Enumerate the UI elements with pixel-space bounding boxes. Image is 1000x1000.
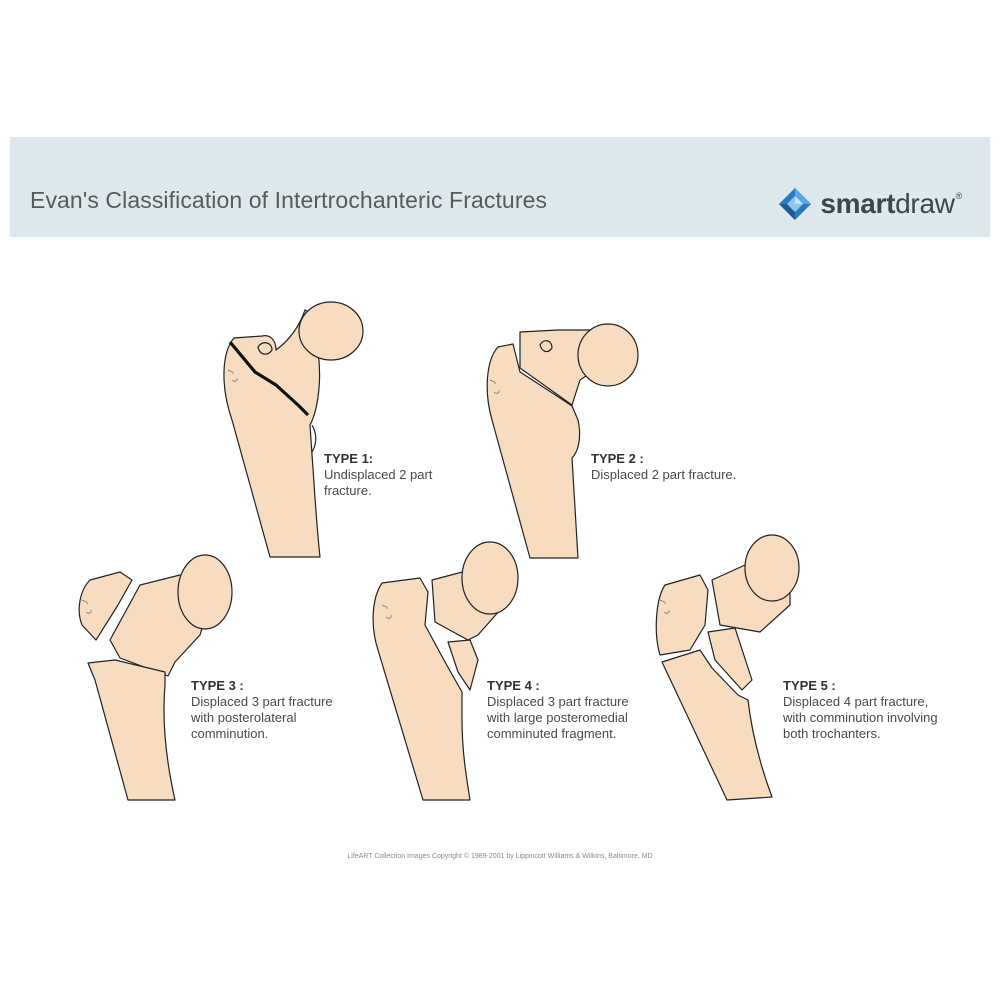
- type-4-desc-line-1: Displaced 3 part fracture: [487, 694, 629, 709]
- type-5-desc-line-1: Displaced 4 part fracture,: [783, 694, 929, 709]
- logo-text-bold: smart: [820, 188, 896, 219]
- type-5-desc-line-2: with comminution involving: [783, 710, 938, 725]
- femur-type-1: [223, 301, 364, 558]
- type-1-heading: TYPE 1:: [324, 451, 374, 466]
- type-5-label: TYPE 5 : Displaced 4 part fracture, with…: [783, 678, 938, 742]
- logo-wordmark: smartdraw®: [820, 188, 962, 220]
- trademark-mark: ®: [955, 191, 963, 201]
- type-3-desc-line-3: comminution.: [191, 726, 269, 741]
- type-4-desc-line-3: comminuted fragment.: [487, 726, 617, 741]
- type-3-heading: TYPE 3 :: [191, 678, 244, 693]
- type-2-desc-line-1: Displaced 2 part fracture.: [591, 467, 737, 482]
- type-1-desc-line-1: Undisplaced 2 part: [324, 467, 433, 482]
- type-3-desc-line-1: Displaced 3 part fracture: [191, 694, 333, 709]
- type-4-desc-line-2: with large posteromedial: [487, 710, 628, 725]
- type-1-desc-line-2: fracture.: [324, 483, 372, 498]
- type-4-heading: TYPE 4 :: [487, 678, 540, 693]
- type-2-heading: TYPE 2 :: [591, 451, 644, 466]
- logo-text-light: draw: [895, 188, 955, 219]
- type-3-desc-line-2: with posterolateral: [191, 710, 297, 725]
- page-title: Evan's Classification of Intertrochanter…: [30, 187, 548, 213]
- femur-type-4: [372, 541, 519, 801]
- type-3-label: TYPE 3 : Displaced 3 part fracture with …: [191, 678, 333, 742]
- type-5-desc-line-3: both trochanters.: [783, 726, 881, 741]
- femur-type-2: [486, 323, 639, 559]
- diamond-cube-icon: [779, 188, 812, 220]
- femur-type-5: [655, 534, 800, 801]
- copyright-footer: LifeART Collection Images Copyright © 19…: [347, 853, 653, 860]
- type-4-label: TYPE 4 : Displaced 3 part fracture with …: [487, 678, 629, 742]
- header-banner: Evan's Classification of Intertrochanter…: [10, 137, 990, 237]
- type-2-label: TYPE 2 : Displaced 2 part fracture.: [591, 451, 736, 483]
- femur-type-3: [78, 554, 233, 801]
- smartdraw-logo[interactable]: smartdraw®: [778, 187, 962, 221]
- type-1-label: TYPE 1: Undisplaced 2 part fracture.: [324, 451, 432, 499]
- type-5-heading: TYPE 5 :: [783, 678, 836, 693]
